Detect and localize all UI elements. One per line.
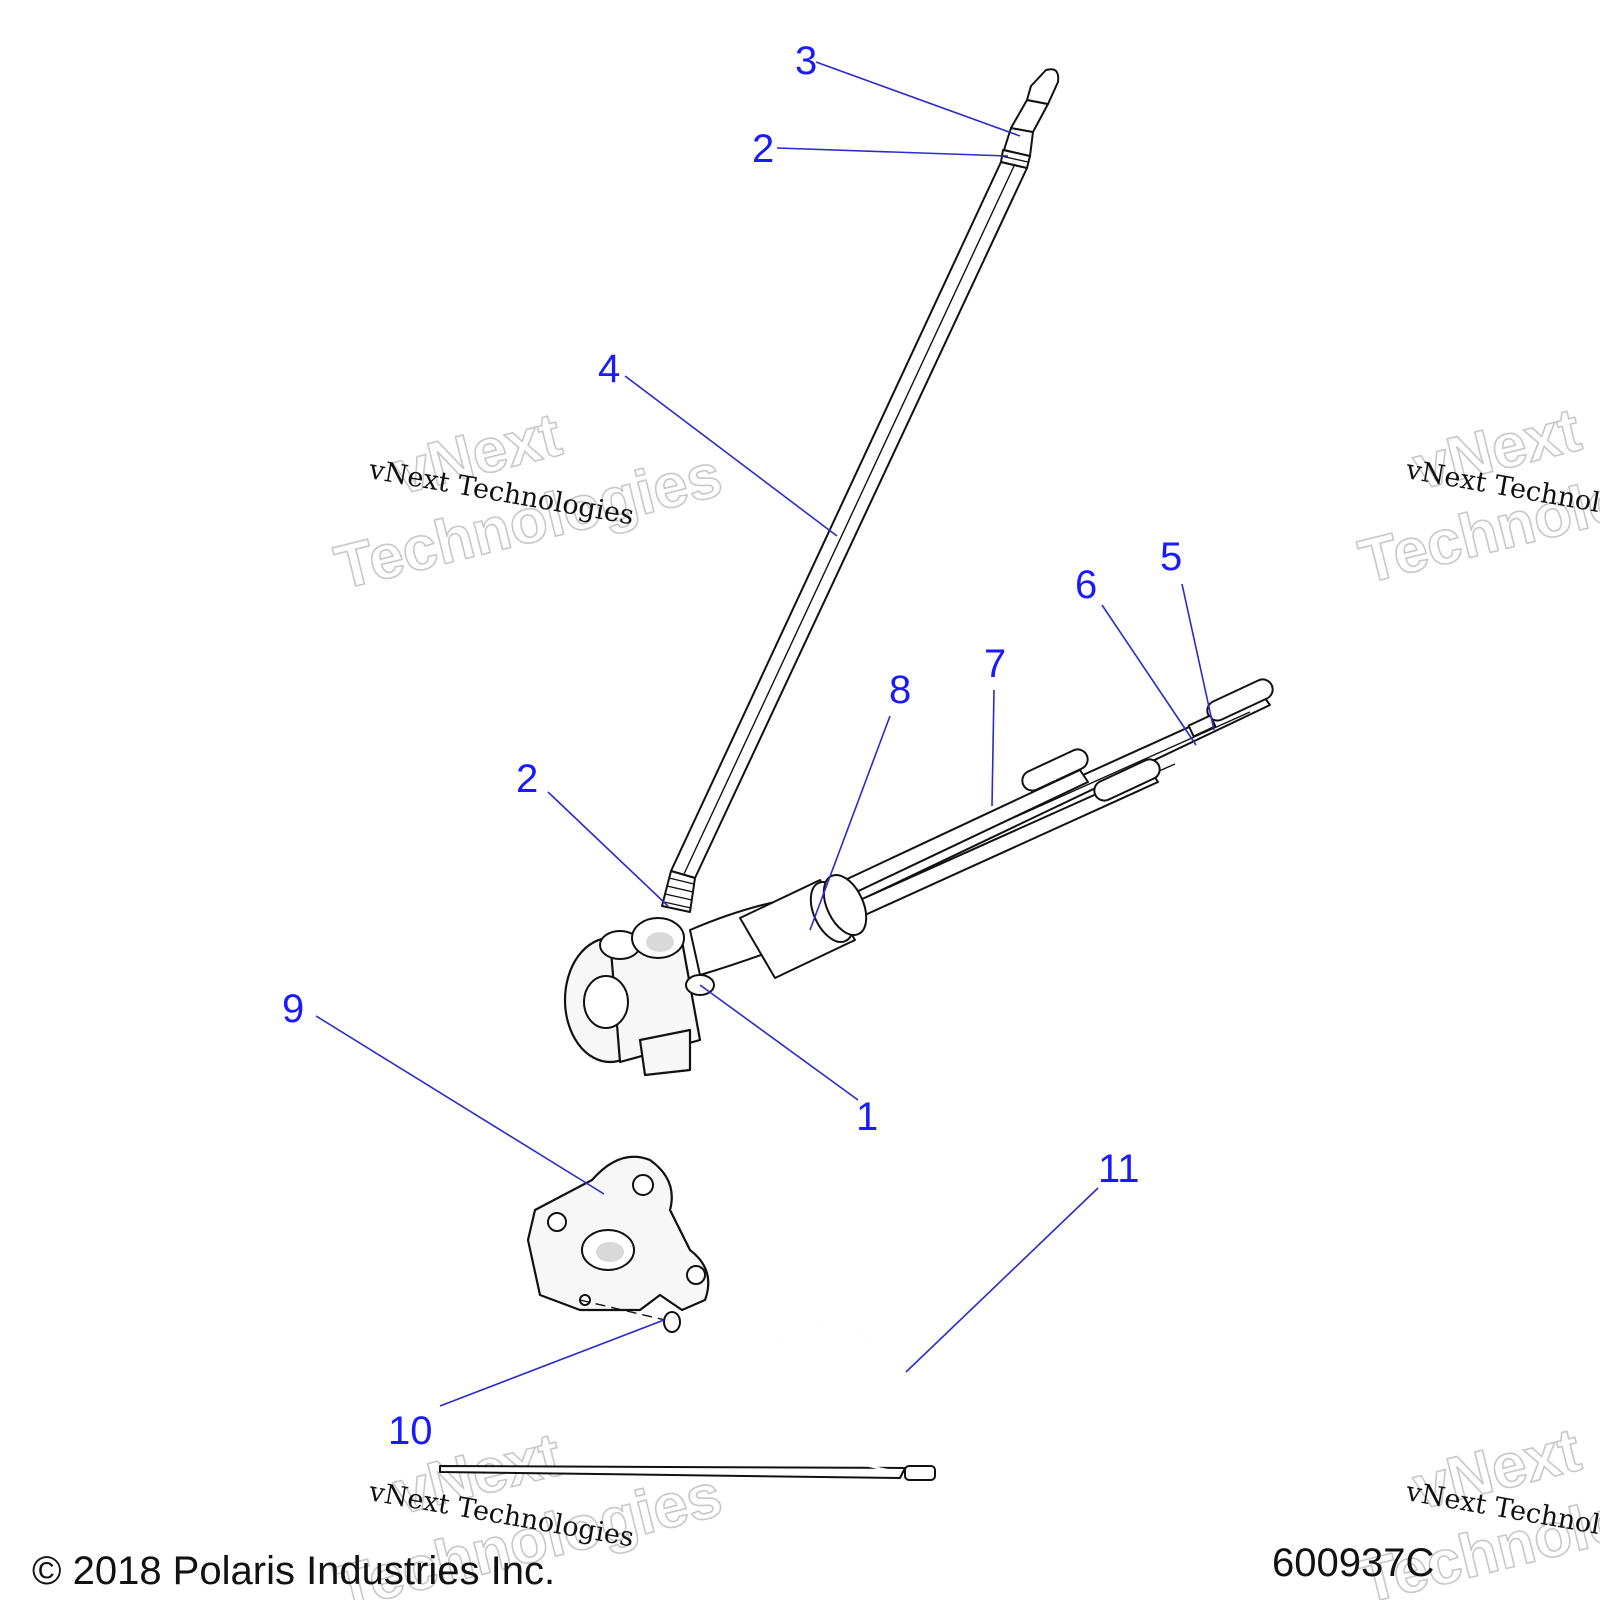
callout-7: 7 [984,642,1006,686]
callout-8: 8 [889,668,911,712]
callout-10: 10 [388,1409,433,1453]
callout-labels: 3 2 4 2 8 7 6 5 9 1 11 10 [282,39,1182,1453]
callout-9: 9 [282,987,304,1031]
part-10-screw [579,1299,681,1333]
callout-11: 11 [1098,1147,1140,1191]
part-4-tube-assembly [661,68,1060,913]
valve-body [563,678,1274,1077]
figure-number: 600937C [1272,1541,1434,1585]
part-11-cable-tie [439,1319,936,1481]
callout-5: 5 [1160,535,1182,579]
copyright-notice: © 2018 Polaris Industries Inc. [32,1549,555,1593]
leader-lines [315,61,1215,1407]
part-9-bracket [526,1155,710,1312]
callout-1: 1 [856,1095,878,1139]
callout-6: 6 [1075,563,1097,607]
callout-4: 4 [598,347,620,391]
callout-2-upper: 2 [752,127,774,171]
callout-2-lower: 2 [516,757,538,801]
callout-3: 3 [795,39,817,83]
